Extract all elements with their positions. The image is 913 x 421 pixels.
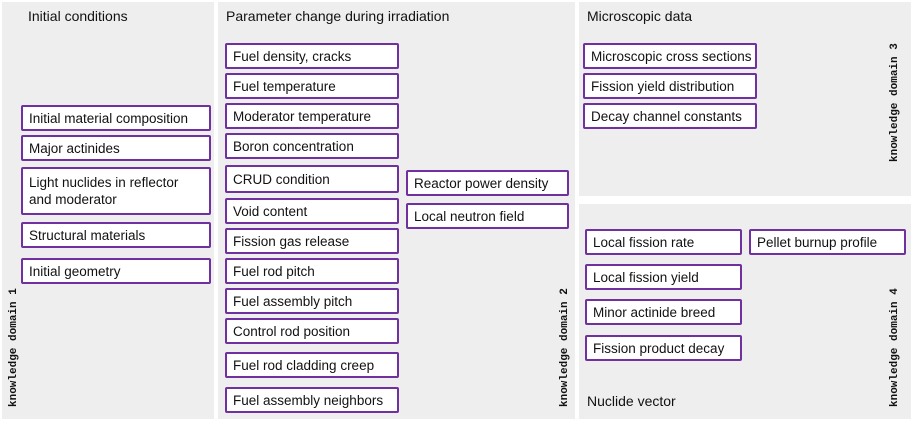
box-fission-yield-distribution: Fission yield distribution <box>583 73 757 99</box>
box-fuel-assembly-neighbors: Fuel assembly neighbors <box>225 387 399 413</box>
box-decay-channel-constants: Decay channel constants <box>583 103 757 129</box>
box-local-fission-rate: Local fission rate <box>585 229 742 255</box>
box-light-nuclides: Light nuclides in reflector and moderato… <box>21 167 211 215</box>
box-initial-geometry: Initial geometry <box>21 258 211 284</box>
box-structural-materials: Structural materials <box>21 222 211 248</box>
box-fuel-rod-pitch: Fuel rod pitch <box>225 258 399 284</box>
box-boron-concentration: Boron concentration <box>225 133 399 159</box>
panel-microscopic-data: Microscopic data Microscopic cross secti… <box>579 2 911 196</box>
box-microscopic-cross-sections: Microscopic cross sections <box>583 43 757 69</box>
box-local-neutron-field: Local neutron field <box>406 203 569 229</box>
box-minor-actinide-breed: Minor actinide breed <box>585 299 742 325</box>
knowledge-domain-2-label: knowledge domain 2 <box>559 288 571 407</box>
box-fuel-density-cracks: Fuel density, cracks <box>225 43 399 69</box>
box-local-fission-yield: Local fission yield <box>585 264 742 290</box>
box-moderator-temperature: Moderator temperature <box>225 103 399 129</box>
box-major-actinides: Major actinides <box>21 135 211 161</box>
box-fission-gas-release: Fission gas release <box>225 228 399 254</box>
box-crud-condition: CRUD condition <box>225 165 399 193</box>
nuclide-vector-label: Nuclide vector <box>587 393 676 409</box>
panel-title-parameter-change: Parameter change during irradiation <box>226 8 450 24</box>
box-fuel-assembly-pitch: Fuel assembly pitch <box>225 288 399 314</box>
box-fuel-rod-cladding-creep: Fuel rod cladding creep <box>225 352 399 378</box>
box-initial-material-composition: Initial material composition <box>21 105 211 131</box>
box-void-content: Void content <box>225 198 399 224</box>
box-pellet-burnup-profile: Pellet burnup profile <box>749 229 906 255</box>
panel-title-microscopic-data: Microscopic data <box>587 8 693 24</box>
knowledge-domain-3-label: knowledge domain 3 <box>889 43 901 162</box>
box-fission-product-decay: Fission product decay <box>585 335 742 361</box>
box-reactor-power-density: Reactor power density <box>406 170 569 196</box>
box-fuel-temperature: Fuel temperature <box>225 73 399 99</box>
box-control-rod-position: Control rod position <box>225 318 399 344</box>
knowledge-domain-1-label: knowledge domain 1 <box>8 288 20 407</box>
knowledge-domain-4-label: knowledge domain 4 <box>889 288 901 407</box>
panel-parameter-change: Parameter change during irradiation Fuel… <box>218 2 575 419</box>
panel-nuclide-vector: Local fission rate Pellet burnup profile… <box>579 204 911 419</box>
panel-initial-conditions: Initial conditions Initial material comp… <box>2 2 214 419</box>
panel-title-initial-conditions: Initial conditions <box>28 8 128 24</box>
